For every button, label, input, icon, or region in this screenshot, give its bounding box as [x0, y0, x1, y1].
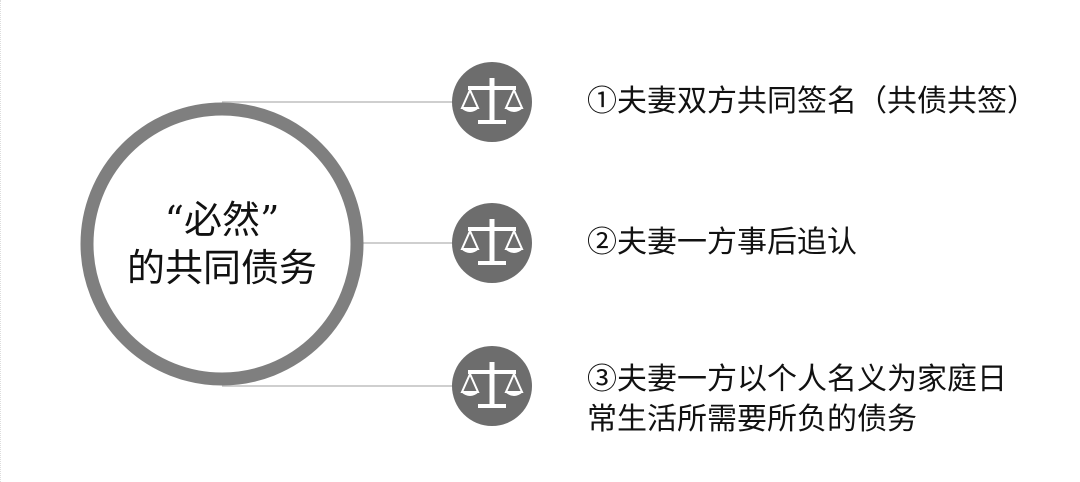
scale-icon — [452, 346, 532, 426]
item-3-line2: 常生活所需要所负的债务 — [587, 402, 917, 437]
center-title-line2: 的共同债务 — [126, 246, 317, 290]
scale-icon — [452, 62, 532, 142]
item-3-text: ③夫妻一方以个人名义为家庭日 常生活所需要所负的债务 — [587, 360, 1007, 440]
center-ring — [80, 102, 364, 386]
item-2-text: ②夫妻一方事后追认 — [587, 225, 857, 260]
scale-icon — [452, 203, 532, 283]
center-title-line1: “必然” — [164, 198, 280, 242]
item-1-text: ①夫妻双方共同签名（共债共签） — [587, 84, 1037, 119]
center-title: “必然” 的共同债务 — [92, 196, 352, 292]
left-border — [0, 0, 3, 482]
item-3-line1: ③夫妻一方以个人名义为家庭日 — [587, 362, 1007, 397]
